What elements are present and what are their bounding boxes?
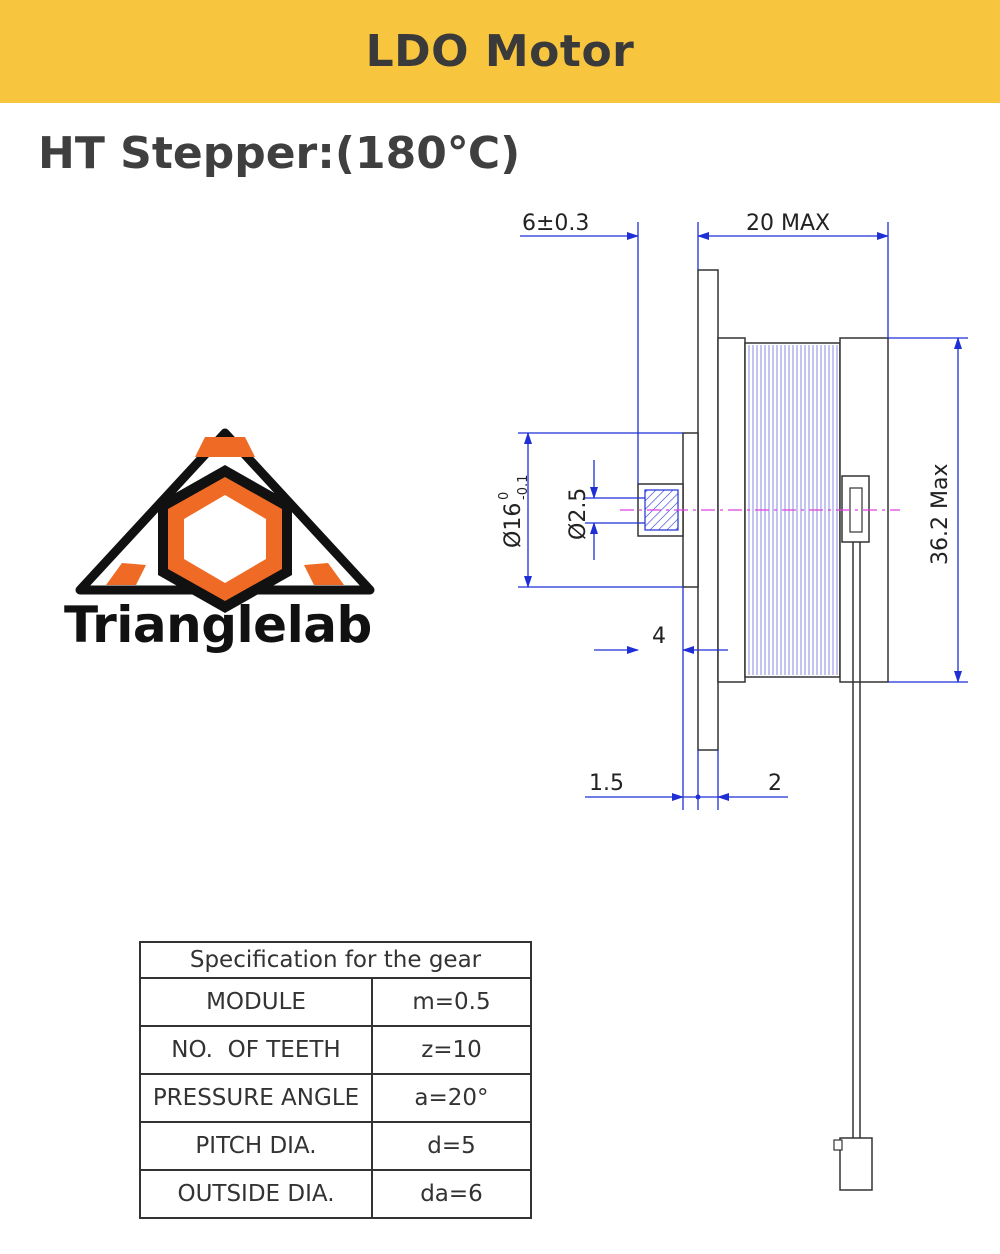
logo-hexagon-inner — [184, 495, 266, 583]
dim-junction-dot — [695, 794, 701, 800]
spec-table-title: Specification for the gear — [139, 941, 532, 979]
label-flange-thickness: 2 — [768, 771, 782, 796]
label-body-length: 20 MAX — [746, 211, 830, 236]
banner-title: LDO Motor — [365, 26, 635, 77]
plug-connector — [839, 1137, 873, 1191]
label-boss-depth: 4 — [652, 624, 666, 649]
dimension-lines — [518, 222, 968, 810]
spec-value: a=20° — [371, 1073, 532, 1123]
logo-top-segment — [195, 437, 255, 457]
spec-parameter: MODULE — [139, 977, 373, 1027]
table-row: PRESSURE ANGLE a=20° — [139, 1073, 532, 1123]
trianglelab-logo — [75, 428, 375, 613]
spec-parameter: NO. OF TEETH — [139, 1025, 373, 1075]
table-row: MODULE m=0.5 — [139, 977, 532, 1027]
spec-parameter: PITCH DIA. — [139, 1121, 373, 1171]
table-row: OUTSIDE DIA. da=6 — [139, 1169, 532, 1219]
label-shaft-dia: Ø2.5 — [566, 488, 591, 540]
motor-body — [620, 269, 900, 1191]
spec-value: d=5 — [371, 1121, 532, 1171]
logo-left-segment — [106, 563, 146, 585]
table-row: NO. OF TEETH z=10 — [139, 1025, 532, 1075]
spec-value: da=6 — [371, 1169, 532, 1219]
spec-value: m=0.5 — [371, 977, 532, 1027]
label-boss-dia: Ø16 — [501, 503, 526, 548]
logo-right-segment — [304, 563, 344, 585]
label-gear-length: 6±0.3 — [522, 211, 589, 236]
label-body-height: 36.2 Max — [928, 464, 953, 565]
label-boss-dia-main: Ø16 — [501, 503, 526, 548]
spec-value: z=10 — [371, 1025, 532, 1075]
logo-brand-text: Trianglelab — [64, 596, 372, 654]
title-banner: LDO Motor — [0, 0, 1000, 103]
gear-spec-table: Specification for the gear MODULE m=0.5 … — [139, 941, 532, 1219]
plug-tab — [833, 1139, 843, 1151]
spec-parameter: PRESSURE ANGLE — [139, 1073, 373, 1123]
label-boss-dia-tol-lower: -0.1 — [516, 475, 531, 500]
label-boss-dia-tol-upper: 0 — [497, 492, 512, 500]
table-row: PITCH DIA. d=5 — [139, 1121, 532, 1171]
label-flange-to-boss: 1.5 — [589, 771, 624, 796]
spec-parameter: OUTSIDE DIA. — [139, 1169, 373, 1219]
page-subtitle: HT Stepper:(180℃) — [38, 128, 521, 179]
